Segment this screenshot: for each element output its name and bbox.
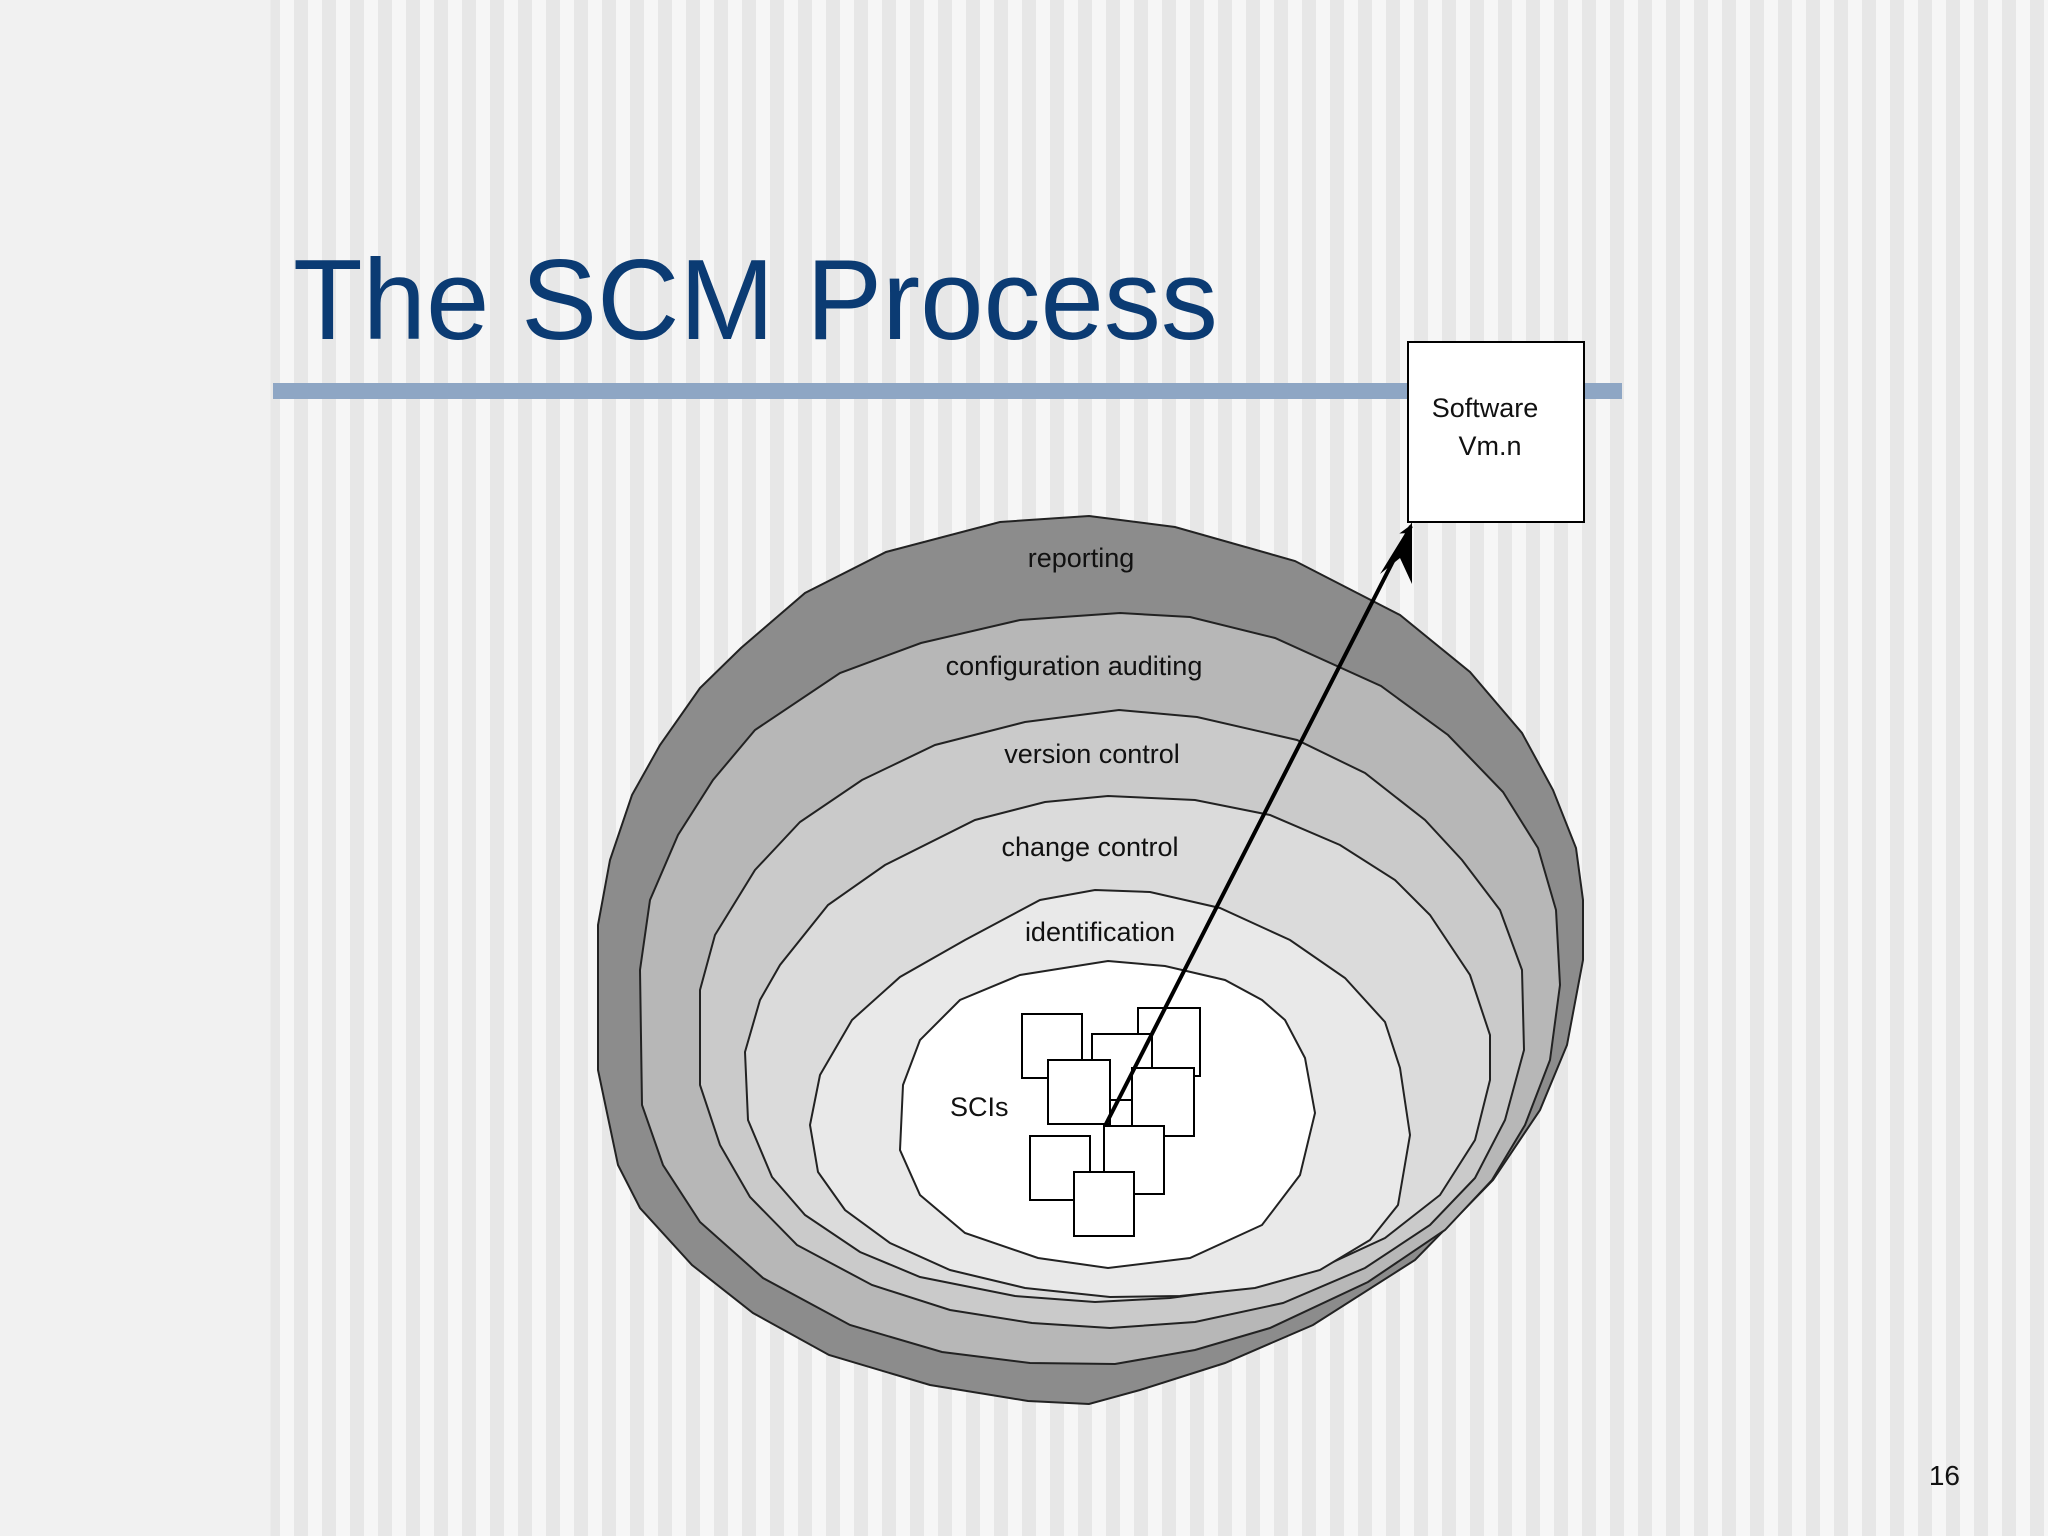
release-arrow — [1104, 524, 1413, 1125]
slide-title: The SCM Process — [293, 237, 1218, 364]
layer-label-configuration-auditing: configuration auditing — [946, 651, 1203, 681]
software-output-box — [1407, 341, 1585, 523]
sci-box — [1047, 1059, 1111, 1125]
layer-label-change-control: change control — [1001, 832, 1178, 862]
sci-box — [1073, 1171, 1135, 1237]
version-label: Vm.n — [1458, 431, 1521, 461]
release-arrowhead — [1380, 522, 1412, 584]
software-label: Software — [1432, 393, 1539, 423]
layer-label-reporting: reporting — [1028, 543, 1135, 573]
layer-label-identification: identification — [1025, 917, 1175, 947]
core-label-scis: SCIs — [950, 1092, 1009, 1122]
title-underline — [273, 383, 1622, 399]
page-number: 16 — [1928, 1460, 1960, 1491]
layer-label-version-control: version control — [1004, 739, 1180, 769]
